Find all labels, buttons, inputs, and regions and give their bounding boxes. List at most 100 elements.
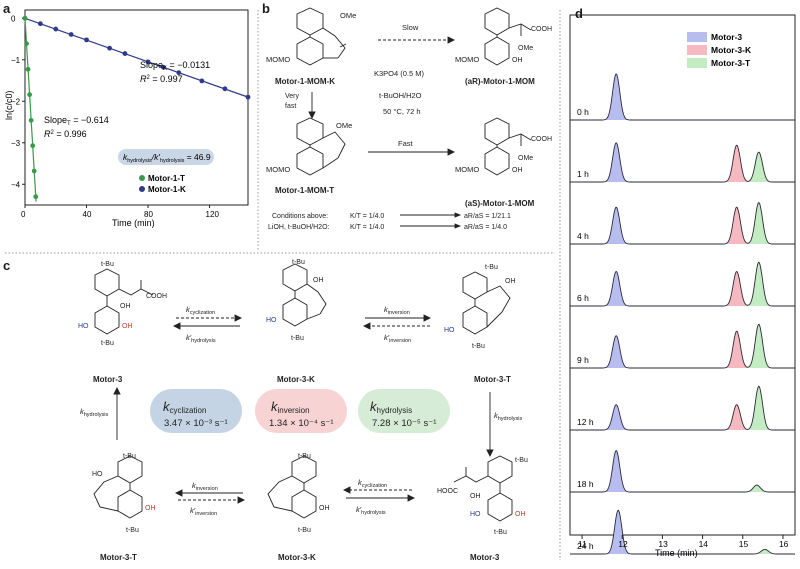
structure-as-product	[484, 117, 532, 176]
plot-a-xlabel: Time (min)	[112, 218, 155, 228]
panel-b-scheme: OMe MOMO Motor-1-MOM-K Slow COOH OMe OH …	[266, 7, 552, 231]
fast-label-1: fast	[285, 103, 296, 110]
tbu-4: t-Bu	[291, 335, 304, 342]
structure-mom-k	[296, 7, 347, 66]
x-tick-label: 13	[658, 539, 668, 549]
ho-1: HO	[78, 323, 89, 330]
point-t	[24, 41, 29, 47]
structure-motor3t-bottom	[93, 455, 143, 519]
peak-fill	[600, 271, 633, 306]
panel-c-label: c	[3, 258, 11, 273]
ratio-pill	[118, 149, 214, 165]
fit-line-k	[24, 17, 249, 98]
y-tick-label: 0	[11, 14, 16, 23]
cooh-1: COOH	[531, 26, 552, 33]
cond-lioh: LiOH, t-BuOH/H2O:	[268, 224, 330, 231]
pill-kcyc	[150, 389, 242, 433]
pill-kcyc-title: kcyclization	[163, 399, 206, 415]
kinv-label-top: kinversion	[384, 305, 410, 316]
pill-khyd-value: 7.28 × 10⁻⁵ s⁻¹	[372, 418, 436, 429]
trace-line	[570, 202, 795, 245]
tbu-8: t-Bu	[126, 527, 139, 534]
plot-d-xlabel: Time (min)	[655, 548, 698, 558]
plot-d-frame	[569, 14, 796, 536]
plot-d-traces: 0 h1 h4 h6 h9 h12 h18 h24 h	[570, 73, 795, 555]
kcyc-label-top: kcyclization	[186, 305, 215, 316]
legend-text: Motor-3	[711, 32, 742, 42]
trace-line	[570, 385, 795, 431]
khyd-right-label: khydrolysis	[494, 411, 522, 422]
point-k	[84, 37, 89, 43]
peak-fill	[742, 262, 775, 306]
legend-t-marker	[139, 175, 145, 181]
x-tick-label: 80	[144, 210, 153, 219]
legend-k-marker	[139, 186, 145, 192]
ho-2: HO	[266, 317, 277, 324]
panel-c-cycle: t-Bu COOH OH HO OH t-Bu Motor-3 kcycliza…	[78, 259, 528, 562]
peak-fill	[742, 152, 775, 182]
tbu-7: t-Bu	[123, 453, 136, 460]
oh-3: OH	[120, 303, 131, 310]
x-tick-label: 40	[83, 210, 92, 219]
ratio-label: khydrolysis/k′hydrolysis = 46.9	[123, 152, 211, 164]
ho-5: HO	[470, 511, 481, 518]
trace-line	[570, 323, 795, 369]
structure-motor3k-top	[282, 263, 327, 327]
x-tick-label: 12	[618, 539, 628, 549]
trace-label: 1 h	[577, 169, 589, 179]
kt-2: K/T = 1/4.0	[350, 224, 384, 231]
oh-1: OH	[512, 57, 523, 64]
momo-1: MOMO	[266, 55, 290, 64]
oh-2: OH	[512, 167, 523, 174]
peak-fill	[742, 324, 775, 368]
peak-fill	[720, 404, 753, 430]
oh-red-2: OH	[145, 505, 156, 512]
pill-kinv-title: kinversion	[271, 399, 310, 415]
peak-fill	[600, 142, 633, 182]
structure-ar-product	[484, 7, 532, 66]
oh-4: OH	[313, 277, 324, 284]
kinv-prime-label-bottom: k′inversion	[190, 506, 217, 517]
legend-t-text: Motor-1-T	[148, 174, 185, 183]
peak-fill	[600, 207, 633, 244]
peak-fill	[742, 202, 775, 244]
motor3t-label-1: Motor-3-T	[474, 375, 511, 384]
rs-2: aR/aS = 1/4.0	[464, 224, 507, 231]
motor3k-label-2: Motor-3-K	[278, 553, 316, 562]
motor3k-label-1: Motor-3-K	[277, 375, 315, 384]
pill-kinv	[255, 389, 347, 433]
panel-a-label: a	[3, 1, 11, 16]
mom-k-label: Motor-1-MOM-K	[275, 77, 335, 86]
trace-label: 4 h	[577, 231, 589, 241]
oh-7: OH	[470, 493, 481, 500]
pill-khyd-title: khydrolysis	[370, 399, 412, 415]
legend-swatch	[687, 58, 707, 68]
cond-line-1: K3PO4 (0.5 M)	[374, 69, 425, 78]
point-k	[37, 21, 43, 27]
very-label: Very	[285, 93, 300, 100]
motor3-label-1: Motor-3	[93, 375, 123, 384]
point-t	[22, 15, 28, 21]
point-t	[31, 168, 37, 174]
pill-kcyc-value: 3.47 × 10⁻³ s⁻¹	[164, 418, 228, 429]
cooh-3: COOH	[146, 293, 167, 300]
peak-fill	[720, 331, 753, 368]
motor3t-label-2: Motor-3-T	[100, 553, 137, 562]
point-k	[68, 32, 74, 37]
trace-label: 9 h	[577, 355, 589, 365]
panel-d-label: d	[575, 6, 583, 21]
peak-fill	[740, 485, 773, 492]
point-k	[107, 45, 112, 51]
peak-fill	[600, 335, 633, 368]
panel-b-label: b	[262, 1, 270, 16]
tbu-11: t-Bu	[515, 457, 528, 464]
trace-label: 18 h	[577, 479, 594, 489]
khyd-prime-label-top: k′hydrolysis	[186, 333, 216, 344]
ome-2: OMe	[518, 45, 533, 52]
slope-k-label: SlopeK = −0.0131	[140, 60, 210, 72]
trace-line	[570, 450, 795, 493]
